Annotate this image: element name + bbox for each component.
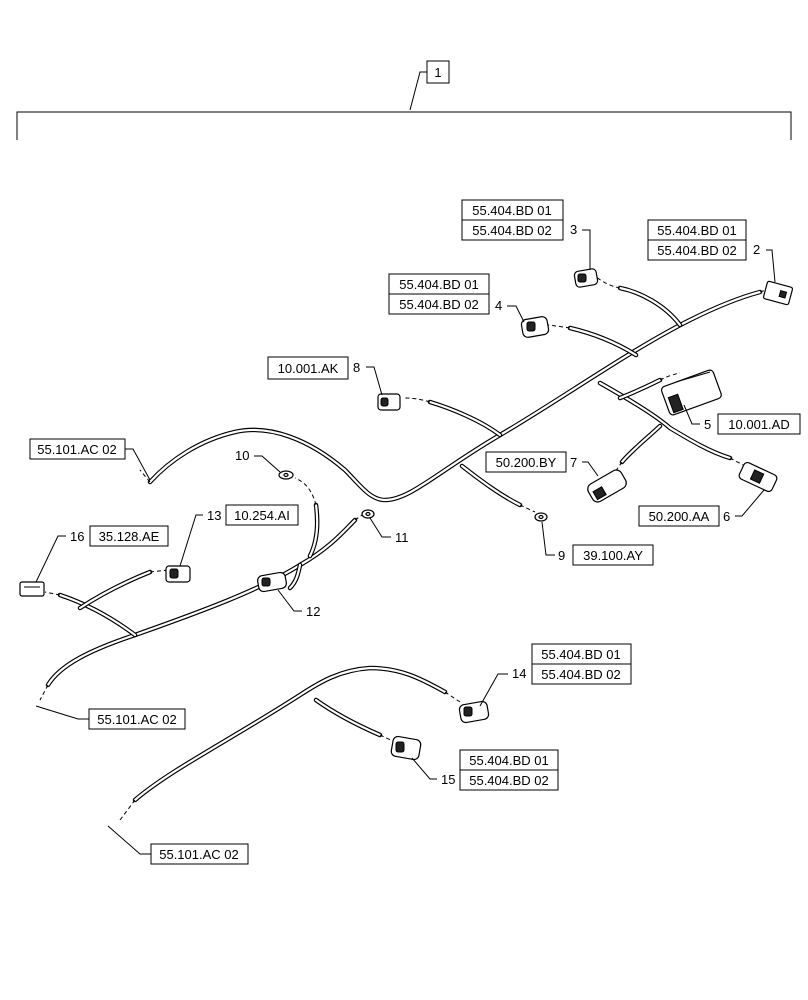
branch-16 xyxy=(57,592,138,638)
connector-6 xyxy=(738,461,778,493)
callout-9-ref: 39.100.AY xyxy=(583,548,643,563)
callout-11-number: 11 xyxy=(395,530,409,545)
harness-ref-callout-1: 55.101.AC 02 xyxy=(29,438,151,481)
connector-12 xyxy=(257,571,287,593)
lower-trunk xyxy=(132,665,448,803)
callout-5-number: 5 xyxy=(704,417,711,432)
callout-4-number: 4 xyxy=(495,298,502,313)
lower-harness xyxy=(119,665,461,821)
callout-13-ref: 10.254.AI xyxy=(234,508,290,523)
callout-16-ref: 35.128.AE xyxy=(99,529,160,544)
branch-3 xyxy=(617,285,683,328)
callout-12-number: 12 xyxy=(306,604,320,619)
callout-5: 5 10.001.AD xyxy=(683,404,801,435)
callout-2: 55.404.BD 01 55.404.BD 02 2 xyxy=(647,219,776,283)
item-1-leader xyxy=(409,71,427,111)
callout-3-number: 3 xyxy=(570,222,577,237)
connector-8 xyxy=(377,393,401,411)
callout-3-ref-2: 55.404.BD 02 xyxy=(472,223,552,238)
callout-6-ref: 50.200.AA xyxy=(649,509,710,524)
callout-6: 50.200.AA 6 xyxy=(638,489,765,527)
middle-harness xyxy=(39,477,363,701)
callout-7-number: 7 xyxy=(570,455,577,470)
callout-7-ref: 50.200.BY xyxy=(496,455,557,470)
callout-14: 14 55.404.BD 01 55.404.BD 02 xyxy=(479,643,632,707)
branch-8 xyxy=(427,399,503,438)
connector-7 xyxy=(587,469,627,503)
callout-14-ref-1: 55.404.BD 01 xyxy=(541,647,621,662)
callout-13-number: 13 xyxy=(207,508,221,523)
callout-15: 15 55.404.BD 01 55.404.BD 02 xyxy=(411,749,559,791)
connector-14 xyxy=(458,700,490,724)
harness-ref-3: 55.101.AC 02 xyxy=(159,847,239,862)
callout-4-ref-1: 55.404.BD 01 xyxy=(399,277,479,292)
upper-harness xyxy=(139,273,773,513)
callout-4-ref-2: 55.404.BD 02 xyxy=(399,297,479,312)
callout-3: 55.404.BD 01 55.404.BD 02 3 xyxy=(461,199,591,270)
callout-3-ref-1: 55.404.BD 01 xyxy=(472,203,552,218)
callout-7: 50.200.BY 7 xyxy=(485,451,599,477)
callout-8: 10.001.AK 8 xyxy=(267,356,383,396)
harness-ref-1: 55.101.AC 02 xyxy=(37,442,117,457)
callout-15-ref-1: 55.404.BD 01 xyxy=(469,753,549,768)
connector-4 xyxy=(520,316,550,338)
callout-2-ref-1: 55.404.BD 01 xyxy=(657,223,737,238)
harness-ref-2: 55.101.AC 02 xyxy=(97,712,177,727)
connector-16 xyxy=(19,581,45,597)
callout-9-number: 9 xyxy=(558,548,565,563)
branch-4 xyxy=(567,325,639,358)
callout-12: 12 xyxy=(277,589,320,619)
callout-14-number: 14 xyxy=(512,666,526,681)
callout-16-number: 16 xyxy=(70,529,84,544)
callout-6-number: 6 xyxy=(723,509,730,524)
callout-10-number: 10 xyxy=(235,448,249,463)
connector-9-ring-terminal xyxy=(534,512,548,522)
callout-2-number: 2 xyxy=(753,242,760,257)
item-1-callout: 1 xyxy=(16,60,792,140)
callout-8-number: 8 xyxy=(353,360,360,375)
callout-8-ref: 10.001.AK xyxy=(278,361,339,376)
harness-ref-callout-3: 55.101.AC 02 xyxy=(107,825,249,865)
callout-14-ref-2: 55.404.BD 02 xyxy=(541,667,621,682)
connector-15 xyxy=(390,735,422,761)
callout-5-ref: 10.001.AD xyxy=(728,417,789,432)
callout-4: 55.404.BD 01 55.404.BD 02 4 xyxy=(388,273,525,323)
callout-11: 11 xyxy=(369,517,409,545)
callout-13: 13 10.254.AI xyxy=(179,504,299,567)
callout-16: 16 35.128.AE xyxy=(35,525,169,583)
callout-15-number: 15 xyxy=(441,772,455,787)
connector-3 xyxy=(573,268,599,288)
callout-10: 10 xyxy=(235,448,281,473)
harness-ref-callout-2: 55.101.AC 02 xyxy=(35,705,186,730)
callout-15-ref-2: 55.404.BD 02 xyxy=(469,773,549,788)
assembly-bracket xyxy=(16,111,792,140)
connector-2 xyxy=(762,280,794,306)
connector-10-ring-terminal xyxy=(278,470,294,480)
connector-5 xyxy=(660,369,722,416)
connector-13 xyxy=(165,565,191,583)
connector-11-ring-terminal xyxy=(361,509,375,519)
callout-2-ref-2: 55.404.BD 02 xyxy=(657,243,737,258)
item-1-label: 1 xyxy=(434,65,441,80)
callout-9: 9 39.100.AY xyxy=(541,521,654,566)
